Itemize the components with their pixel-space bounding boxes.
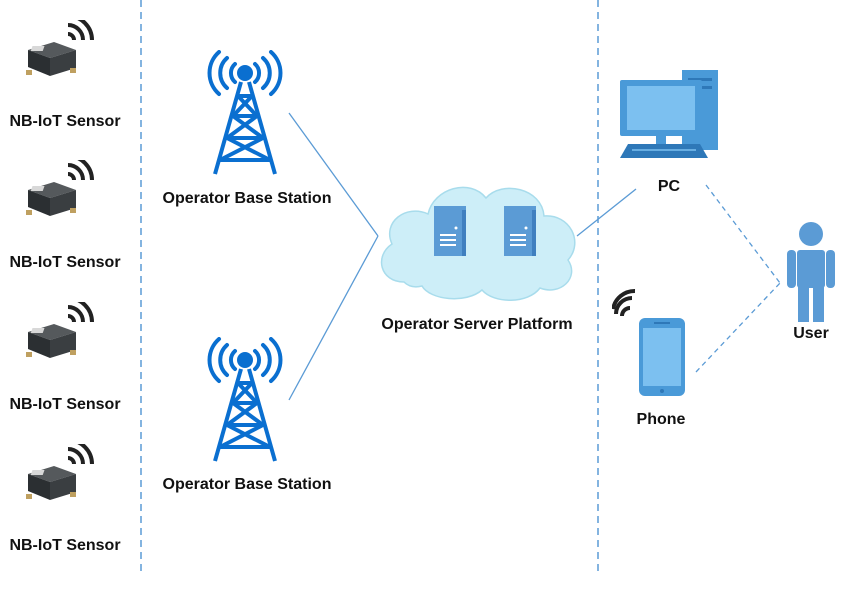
link-phone-user [695, 282, 781, 373]
phone-label: Phone [636, 411, 686, 428]
link-pc-user [705, 184, 781, 284]
pc-label: PC [657, 178, 681, 195]
sensor-icon [26, 160, 94, 216]
sensor-label: NB-IoT Sensor [9, 113, 121, 130]
server-icon [504, 206, 536, 256]
cloud-server-icon [380, 186, 576, 301]
desktop-pc-icon [620, 70, 718, 158]
sensor-icon [26, 302, 94, 358]
user-label: User [793, 325, 829, 342]
link-station1-server [288, 112, 379, 237]
sensor-label: NB-IoT Sensor [9, 254, 121, 271]
user-icon [787, 222, 835, 322]
base-station-label: Operator Base Station [162, 190, 332, 207]
sensor-icon [26, 20, 94, 76]
server-platform-label: Operator Server Platform [381, 316, 573, 333]
smartphone-icon [612, 288, 685, 396]
link-server-pc [576, 188, 637, 237]
cell-tower-icon [207, 337, 283, 462]
server-icon [434, 206, 466, 256]
sensor-label: NB-IoT Sensor [9, 537, 121, 554]
link-station2-server [288, 235, 379, 401]
cell-tower-icon [207, 50, 283, 175]
sensor-label: NB-IoT Sensor [9, 396, 121, 413]
base-station-label: Operator Base Station [162, 476, 332, 493]
sensor-icon [26, 444, 94, 500]
